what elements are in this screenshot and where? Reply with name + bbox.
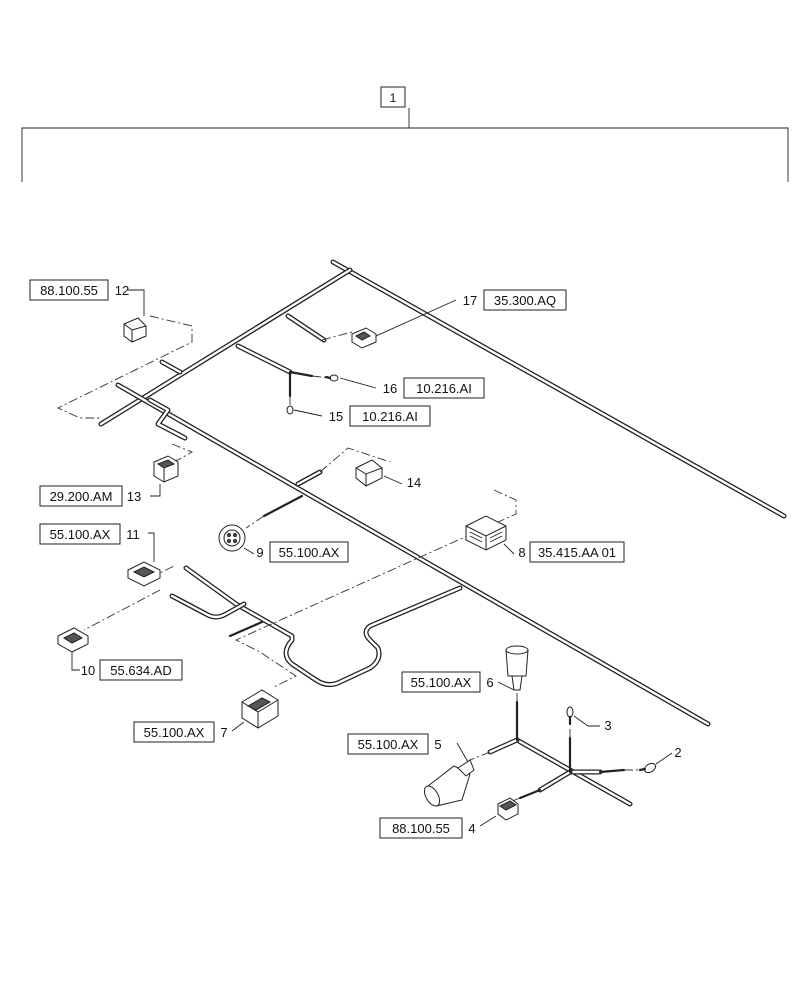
connector-8-icon[interactable] xyxy=(465,515,507,551)
ref-box-8[interactable] xyxy=(529,541,625,563)
ref-box-13[interactable] xyxy=(39,485,123,507)
item-number-7: 7 xyxy=(220,725,227,740)
thin-wire-4 xyxy=(518,788,542,800)
ref-text-5: 55.100.AX xyxy=(358,737,419,752)
connector-12-icon[interactable] xyxy=(123,317,147,343)
ref-box-5[interactable] xyxy=(347,733,429,755)
ref-box-16[interactable] xyxy=(403,377,485,399)
ref-text-6: 55.100.AX xyxy=(411,675,472,690)
callout-6[interactable]: 55.100.AX 6 xyxy=(401,671,494,693)
item-number-5: 5 xyxy=(434,737,441,752)
assembly-item-number: 1 xyxy=(390,91,397,105)
item-number-11: 11 xyxy=(126,527,140,542)
callout-7[interactable]: 55.100.AX 7 xyxy=(133,721,228,743)
item-number-6: 6 xyxy=(486,675,493,690)
ref-text-9: 55.100.AX xyxy=(279,545,340,560)
connector-13-icon[interactable] xyxy=(153,455,179,483)
callout-8[interactable]: 8 35.415.AA 01 xyxy=(518,541,625,563)
ref-text-16: 10.216.AI xyxy=(416,381,472,396)
ref-text-17: 35.300.AQ xyxy=(494,293,556,308)
ref-box-10[interactable] xyxy=(99,659,183,681)
ref-box-12[interactable] xyxy=(29,279,109,301)
connector-4-icon[interactable] xyxy=(497,797,519,821)
item-number-12: 12 xyxy=(115,283,129,298)
ref-text-13: 29.200.AM xyxy=(50,489,113,504)
thin-wire-9 xyxy=(262,494,304,518)
ref-box-4[interactable] xyxy=(379,817,463,839)
connector-10-icon[interactable] xyxy=(57,627,89,653)
terminal-16-icon[interactable] xyxy=(324,374,339,382)
ref-text-7: 55.100.AX xyxy=(144,725,205,740)
assembly-bracket: 1 xyxy=(21,86,789,182)
callout-11[interactable]: 55.100.AX 11 xyxy=(39,523,140,545)
thin-wire-2 xyxy=(598,768,626,774)
terminal-2-icon[interactable] xyxy=(638,762,657,775)
connector-14-icon[interactable] xyxy=(355,459,383,487)
ref-text-8: 35.415.AA 01 xyxy=(538,545,616,560)
ref-box-17[interactable] xyxy=(483,289,567,311)
ref-box-7[interactable] xyxy=(133,721,215,743)
connectors xyxy=(57,317,657,821)
callout-4[interactable]: 88.100.55 4 xyxy=(379,817,476,839)
leader-lines xyxy=(71,289,673,827)
thin-wire-7 xyxy=(228,620,264,638)
item-number-15: 15 xyxy=(329,409,343,424)
item-number-13: 13 xyxy=(127,489,141,504)
connector-17-icon[interactable] xyxy=(351,327,377,349)
item-number-8: 8 xyxy=(518,545,525,560)
main-trunk-wire-inner xyxy=(331,260,786,518)
harness-wires xyxy=(98,259,787,807)
connector-6-icon[interactable] xyxy=(505,645,529,691)
ref-box-6[interactable] xyxy=(401,671,481,693)
ref-box-15[interactable] xyxy=(349,405,431,427)
item-number-2: 2 xyxy=(674,745,681,760)
callout-2[interactable]: 2 xyxy=(674,745,681,760)
callout-3[interactable]: 3 xyxy=(604,718,611,733)
connector-7-icon[interactable] xyxy=(241,689,279,729)
ref-text-10: 55.634.AD xyxy=(110,663,171,678)
callout-13[interactable]: 29.200.AM 13 xyxy=(39,485,141,507)
connector-5-icon[interactable] xyxy=(421,759,475,809)
callout-12[interactable]: 88.100.55 12 xyxy=(29,279,129,301)
callout-10[interactable]: 10 55.634.AD xyxy=(81,659,183,681)
callout-14[interactable]: 14 xyxy=(407,475,421,490)
connector-9-icon[interactable] xyxy=(218,524,246,552)
ref-text-15: 10.216.AI xyxy=(362,409,418,424)
callout-15[interactable]: 15 10.216.AI xyxy=(329,405,431,427)
callout-9[interactable]: 9 55.100.AX xyxy=(256,541,349,563)
item-number-9: 9 xyxy=(256,545,263,560)
callout-5[interactable]: 55.100.AX 5 xyxy=(347,733,442,755)
ref-box-9[interactable] xyxy=(269,541,349,563)
ref-box-11[interactable] xyxy=(39,523,121,545)
callout-16[interactable]: 16 10.216.AI xyxy=(383,377,485,399)
terminal-3-icon[interactable] xyxy=(566,706,574,726)
terminal-15-icon[interactable] xyxy=(286,405,294,415)
loop-wire xyxy=(183,565,463,688)
assembly-item-box[interactable] xyxy=(380,86,406,108)
item-number-3: 3 xyxy=(604,718,611,733)
callout-17[interactable]: 17 35.300.AQ xyxy=(463,289,567,311)
connector-11-icon[interactable] xyxy=(127,561,161,587)
item-number-17: 17 xyxy=(463,293,477,308)
item-number-14: 14 xyxy=(407,475,421,490)
ref-text-12: 88.100.55 xyxy=(40,283,98,298)
item-number-16: 16 xyxy=(383,381,397,396)
ref-text-11: 55.100.AX xyxy=(50,527,111,542)
item-number-10: 10 xyxy=(81,663,95,678)
item-number-4: 4 xyxy=(468,821,475,836)
thin-wire-16 xyxy=(288,370,314,378)
ref-text-4: 88.100.55 xyxy=(392,821,450,836)
